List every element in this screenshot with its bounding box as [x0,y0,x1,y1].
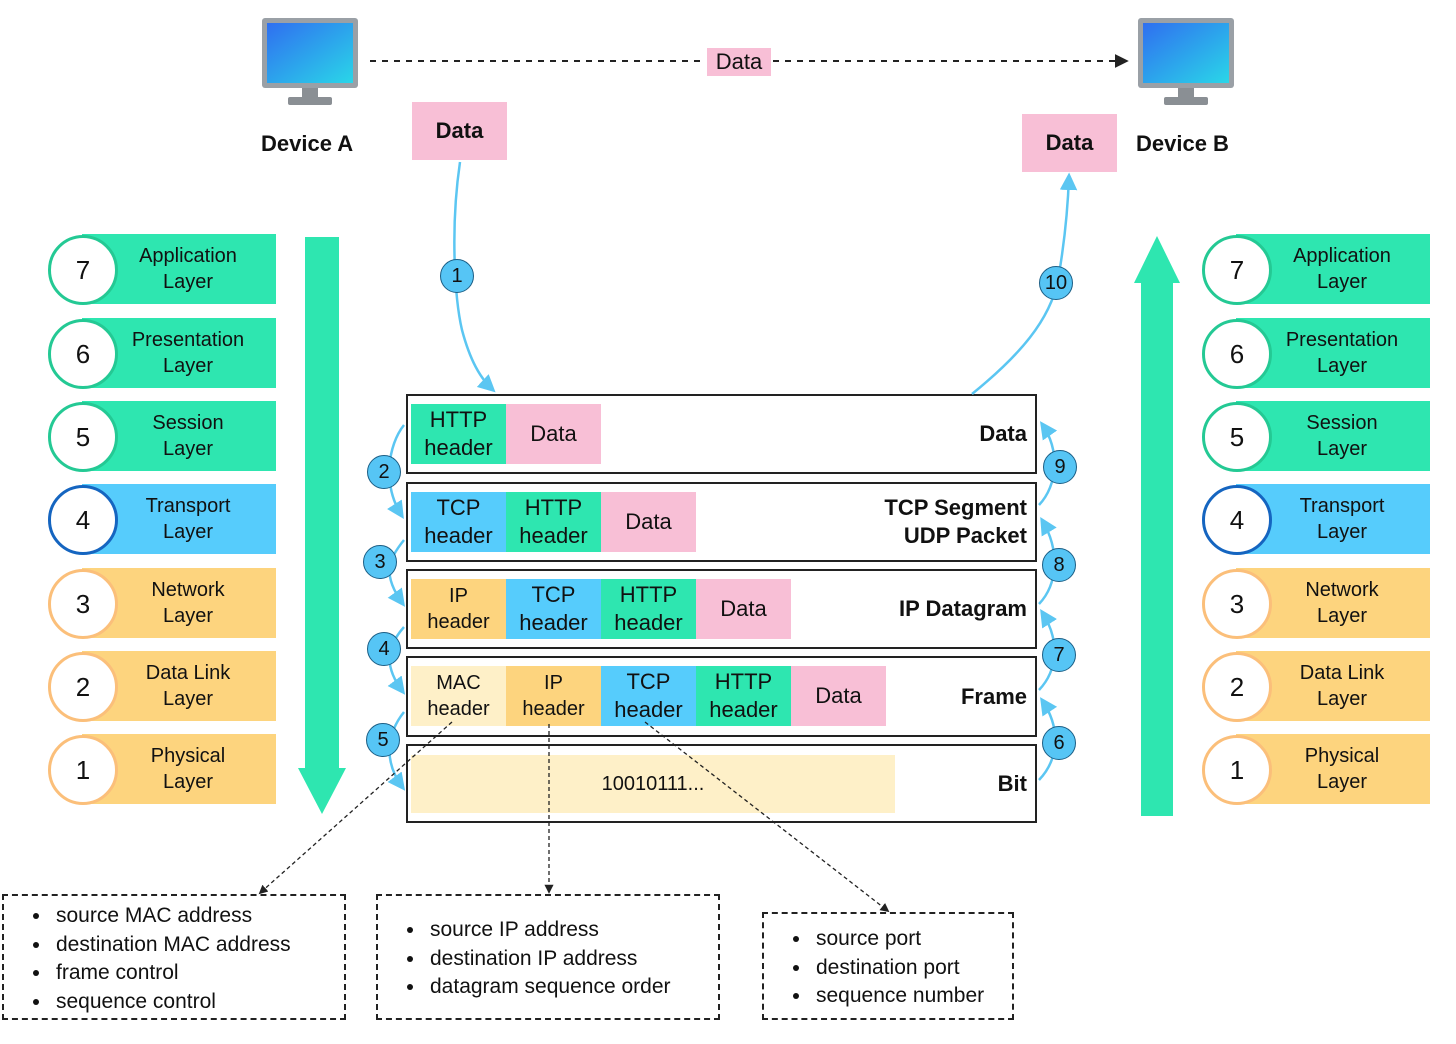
packet-row-label: Frame [960,683,1027,709]
layer-number-badge: 7 [48,235,118,305]
mac-header-details: source MAC addressdestination MAC addres… [2,894,346,1020]
device-b-label: Device B [1136,131,1229,156]
step-4-marker: 4 [367,632,401,666]
tcp-header-details: source portdestination portsequence numb… [762,912,1014,1020]
layer-number-badge: 1 [48,735,118,805]
step-5-marker: 5 [366,723,400,757]
packet-row-label: TCP Segment UDP Packet [884,495,1027,548]
layer-name: Network Layer [82,568,276,638]
layer-number-badge: 6 [1202,319,1272,389]
sender-data-box: Data [412,102,507,160]
step-9-marker: 9 [1043,450,1077,484]
mac-detail-item: sequence control [52,988,344,1017]
tcp-detail-item: source port [812,925,1012,954]
device-b-monitor-icon [1138,18,1234,106]
layer-name: Physical Layer [1236,734,1430,804]
layer-number-badge: 2 [48,652,118,722]
layer-number-badge: 5 [1202,402,1272,472]
packet-cell: Data [791,666,886,726]
packet-cell: TCP header [411,492,506,552]
ip-detail-item: datagram sequence order [426,973,718,1002]
layer-number-badge: 3 [1202,569,1272,639]
packet-cell: Data [601,492,696,552]
mac-detail-item: destination MAC address [52,931,344,960]
packet-cell: Data [506,404,601,464]
layer-number-badge: 4 [48,485,118,555]
packet-cell: HTTP header [411,404,506,464]
step-7-marker: 7 [1042,638,1076,672]
packet-cell: HTTP header [506,492,601,552]
step-8-marker: 8 [1042,548,1076,582]
device-a-label: Device A [261,131,354,156]
packet-cell: MAC header [411,666,506,726]
step-2-marker: 2 [367,455,401,489]
packet-row-label: Data [979,421,1027,446]
layer-number-badge: 3 [48,569,118,639]
layer-number-badge: 6 [48,319,118,389]
ip-detail-item: source IP address [426,916,718,945]
packet-cell: HTTP header [601,579,696,639]
packet-row-label: IP Datagram [899,596,1027,621]
packet-cell: TCP header [601,666,696,726]
step-6-marker: 6 [1042,726,1076,760]
layer-number-badge: 2 [1202,652,1272,722]
packet-row-label: Bit [997,770,1027,796]
mac-detail-item: frame control [52,959,344,988]
step-10-marker: 10 [1039,266,1073,300]
receiver-data-box: Data [1022,114,1117,172]
transfer-data-label: Data [707,48,771,76]
layer-name: Transport Layer [1236,484,1430,554]
step-1-marker: 1 [440,259,474,293]
mac-detail-item: source MAC address [52,902,344,931]
packet-cell: Data [696,579,791,639]
deencapsulation-label: De-encapsulation [1144,405,1167,569]
step-3-marker: 3 [363,545,397,579]
layer-name: Session Layer [1236,401,1430,471]
packet-cell: IP header [506,666,601,726]
layer-number-badge: 5 [48,402,118,472]
layer-number-badge: 1 [1202,735,1272,805]
packet-cell: HTTP header [696,666,791,726]
device-a-monitor-icon [262,18,358,106]
layer-number-badge: 7 [1202,235,1272,305]
encapsulation-label: Encapsulation [311,421,334,553]
packet-cell: TCP header [506,579,601,639]
ip-header-details: source IP addressdestination IP addressd… [376,894,720,1020]
tcp-detail-item: destination port [812,954,1012,983]
packet-cell: 10010111... [411,755,895,813]
packet-cell: IP header [411,579,506,639]
tcp-detail-item: sequence number [812,982,1012,1011]
ip-detail-item: destination IP address [426,945,718,974]
layer-number-badge: 4 [1202,485,1272,555]
